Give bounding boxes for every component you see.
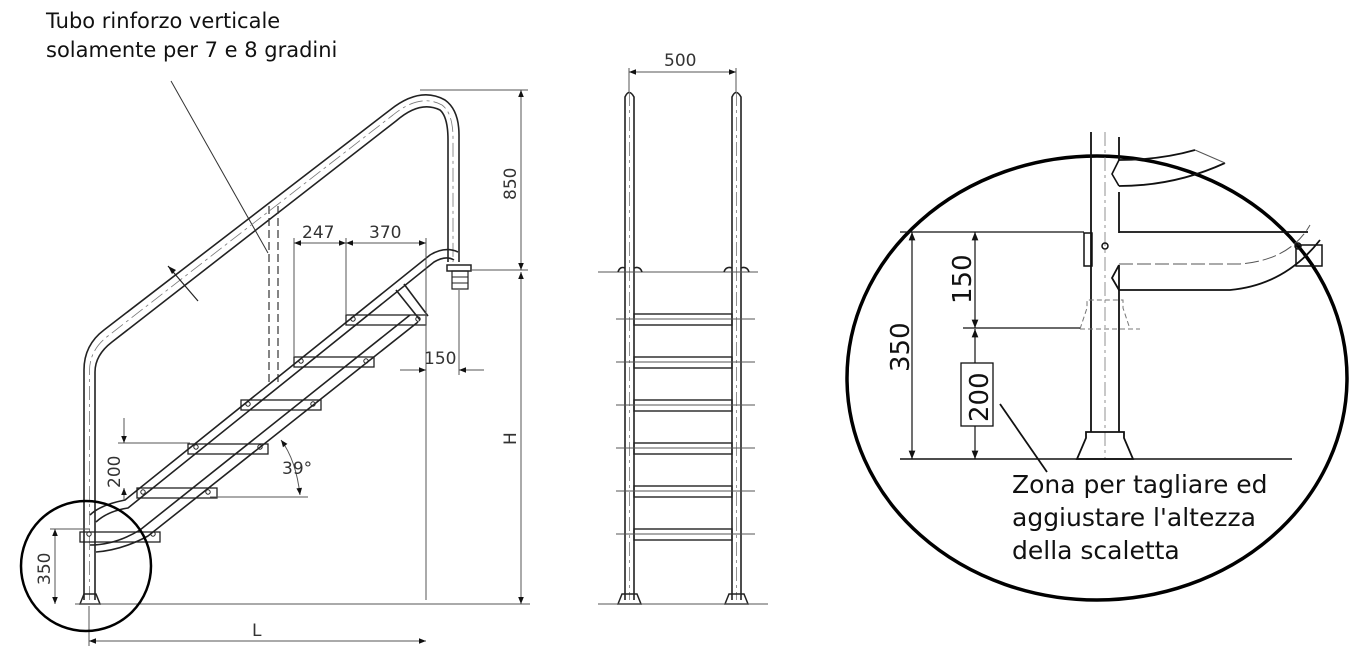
note-leader-line (170, 80, 269, 254)
cut-zone-leader (999, 403, 1048, 473)
hook-left (617, 266, 643, 273)
note-line-1: Tubo rinforzo verticale (45, 9, 280, 33)
cut-zone-line-2: aggiustare l'altezza (1012, 503, 1256, 532)
step-1 (136, 487, 218, 499)
side-view: 247 370 850 H 150 200 (19, 89, 530, 646)
front-view: 500 (598, 51, 768, 605)
dim-850: 850 (501, 168, 521, 200)
cut-zone-line-1: Zona per tagliare ed (1012, 470, 1268, 499)
dim-200: 200 (105, 456, 125, 488)
front-steps (616, 313, 755, 541)
stringer-upper-b (95, 257, 455, 523)
dim-width: 500 (628, 51, 737, 92)
note-line-2: solamente per 7 e 8 gradini (46, 38, 337, 62)
detail-dim-350: 350 (886, 322, 916, 372)
stringer-lower-b (95, 321, 419, 553)
dim-39: 39° (282, 459, 312, 479)
detail-circle (845, 154, 1349, 602)
dim-base-small: 350 (35, 528, 90, 604)
ghost-foot (1079, 299, 1131, 330)
dim-top-step: 247 370 (293, 223, 427, 600)
reinforcement-tube (268, 206, 279, 382)
dim-L: L (252, 621, 262, 641)
step-3 (240, 399, 322, 411)
dim-length: L (88, 606, 426, 646)
dim-H: H (501, 432, 521, 445)
detail-view: 350 150 200 Zona per tagliare ed aggiust… (845, 132, 1349, 602)
dim-370: 370 (369, 223, 401, 243)
handrail-inner (94, 106, 449, 600)
step-2 (187, 443, 269, 455)
step-0 (79, 531, 161, 543)
steps (79, 314, 427, 543)
dim-150: 150 (424, 349, 456, 369)
cut-zone-line-3: della scaletta (1012, 536, 1180, 565)
dim-anchor-offset: 150 (400, 290, 484, 375)
stringer-lower-a (89, 314, 411, 546)
handrail-centerline (89, 100, 454, 600)
foot (78, 593, 102, 605)
dim-350-small: 350 (35, 553, 55, 585)
wall-anchor (446, 264, 472, 290)
dim-angle: 39° (210, 439, 312, 498)
handrail-outer (83, 94, 460, 600)
dim-247: 247 (302, 223, 334, 243)
dim-height: H (501, 272, 524, 604)
detail-dim-150: 150 (948, 254, 978, 304)
detail-callout-circle (19, 499, 153, 633)
detail-dim-200: 200 (965, 372, 995, 422)
step-4 (293, 356, 375, 368)
dim-handrail-height: 850 (420, 89, 528, 271)
dim-500: 500 (664, 51, 696, 71)
dim-step-rise: 200 (105, 418, 190, 500)
stringer-upper-a (89, 248, 459, 516)
cut-zone-box (960, 362, 994, 427)
hook-right (723, 266, 750, 273)
reinforcement-note: Tubo rinforzo verticale solamente per 7 … (45, 9, 337, 254)
